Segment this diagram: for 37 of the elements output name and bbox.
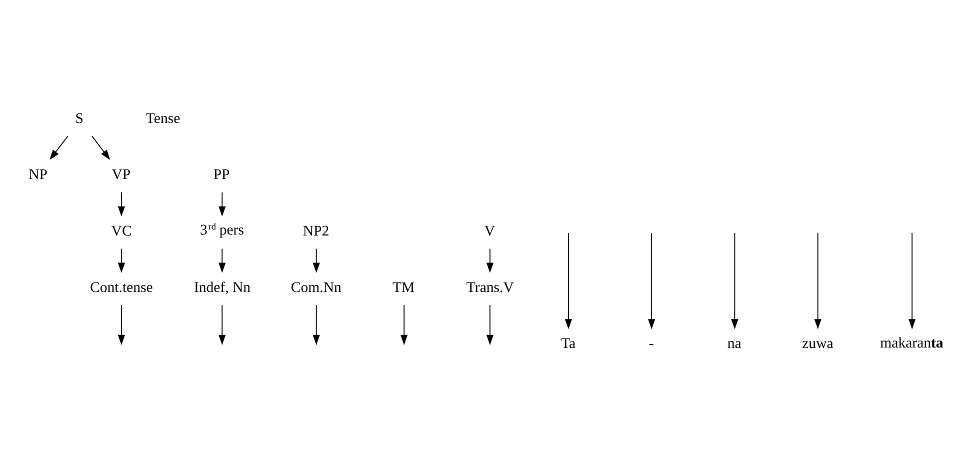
node-text: VC [111, 223, 132, 240]
arrow [564, 232, 572, 329]
node-text: NP2 [302, 223, 330, 240]
arrow [486, 248, 494, 272]
node-text: 3$^{rd}$ pers [200, 221, 244, 238]
node-text: Cont.tense [90, 279, 153, 296]
node-text: na [727, 336, 742, 352]
node-text: V [484, 223, 496, 240]
arrow [50, 135, 68, 160]
arrow [814, 232, 822, 329]
node-text: Trans.V [466, 279, 514, 296]
node-text: Ta [561, 336, 576, 352]
node-text: - [648, 336, 654, 352]
node-text: PP [213, 166, 230, 183]
node-text: zuwa [802, 336, 834, 352]
arrow [118, 248, 125, 272]
arrow [118, 191, 125, 216]
arrow [218, 191, 226, 216]
node-text: VP [112, 166, 131, 183]
arrow [400, 304, 408, 345]
arrow [312, 248, 320, 272]
arrow [118, 304, 125, 345]
arrow [648, 232, 656, 329]
node-text: Indef, Nn [194, 279, 251, 296]
node-text: makaranta [880, 334, 944, 351]
node-text: Com.Nn [290, 279, 342, 296]
arrow [312, 304, 320, 345]
arrow [908, 232, 916, 329]
node-text: Tense [146, 110, 180, 126]
arrow [91, 135, 110, 160]
arrow [731, 232, 738, 329]
node-text: NP [28, 166, 48, 183]
arrow [218, 304, 226, 345]
node-text: S [75, 110, 84, 126]
arrow [486, 304, 494, 345]
arrow [218, 248, 226, 272]
node-text: TM [392, 279, 415, 296]
